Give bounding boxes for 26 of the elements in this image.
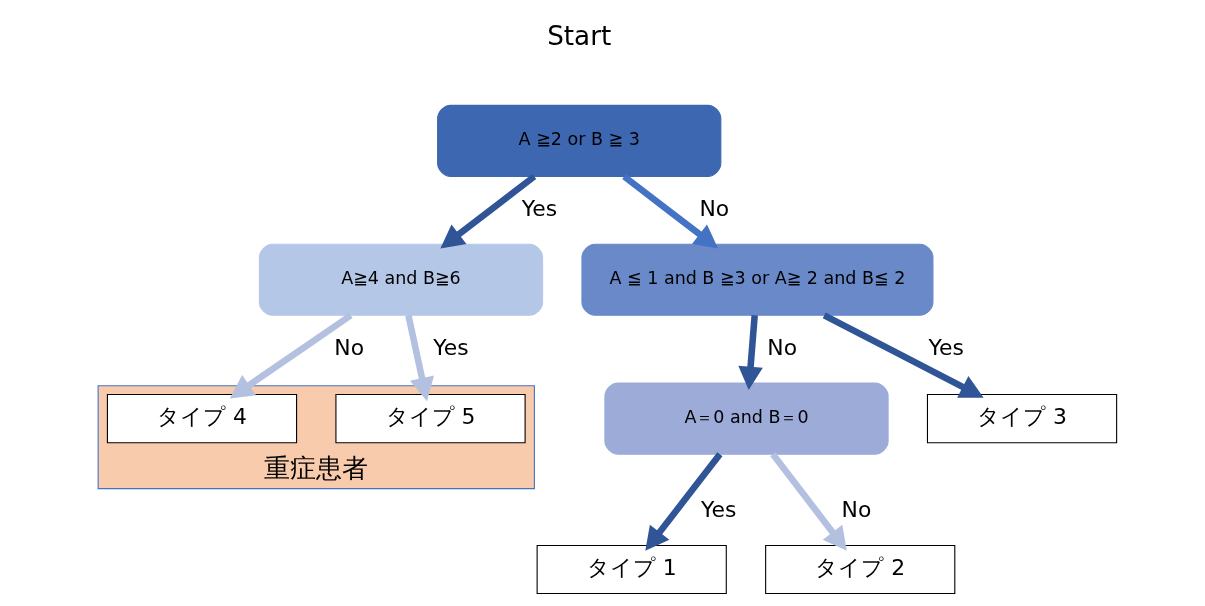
edge-label: No xyxy=(766,334,797,360)
node-box: タイプ 2 xyxy=(764,544,955,595)
edge-label: Yes xyxy=(928,334,964,360)
label: Start xyxy=(546,21,611,52)
node-box: A≧4 and B≧6 xyxy=(258,243,543,316)
edge-label: Yes xyxy=(432,334,469,360)
edge-label: Yes xyxy=(700,497,736,523)
node-box: A＝0 and B＝0 xyxy=(603,382,889,455)
arrow xyxy=(404,314,434,402)
edge-label: No xyxy=(698,195,729,221)
arrow xyxy=(822,312,984,398)
arrow xyxy=(439,173,536,249)
node-box: タイプ 4 xyxy=(106,394,297,444)
node-box: タイプ 3 xyxy=(926,394,1117,444)
node-box: タイプ 5 xyxy=(334,394,526,444)
arrow xyxy=(737,315,763,391)
edge-label: Yes xyxy=(521,195,557,221)
edge-label: No xyxy=(333,334,364,360)
arrow xyxy=(769,452,847,551)
arrow xyxy=(621,173,718,249)
arrow xyxy=(644,452,722,551)
node-box: タイプ 1 xyxy=(536,544,727,595)
node-box: A ≧2 or B ≧ 3 xyxy=(436,104,721,177)
arrow xyxy=(229,312,353,399)
edge-label: No xyxy=(841,497,871,523)
node-box: A ≦ 1 and B ≧3 or A≧ 2 and B≦ 2 xyxy=(580,243,933,316)
